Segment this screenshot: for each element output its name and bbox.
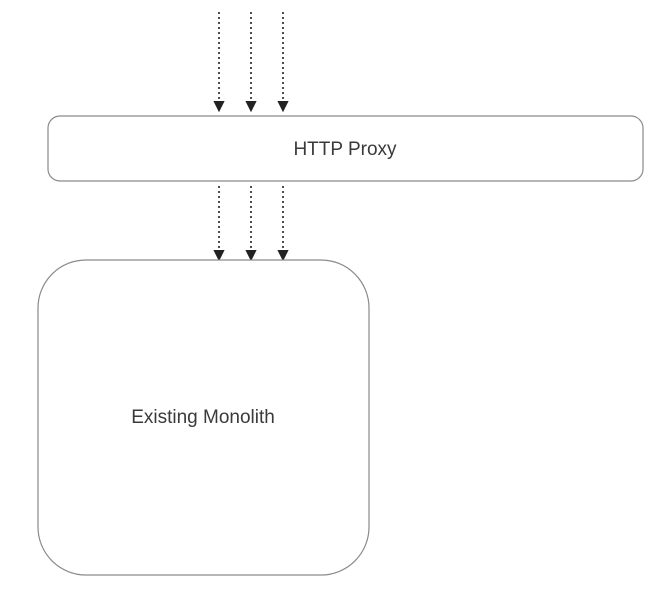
http-proxy-label: HTTP Proxy xyxy=(293,139,397,160)
http-proxy-box xyxy=(47,115,644,182)
http-proxy-node: HTTP Proxy xyxy=(47,115,644,182)
proxy-to-monolith-arrows xyxy=(213,186,289,262)
existing-monolith-node: Existing Monolith xyxy=(37,259,370,576)
existing-monolith-box xyxy=(37,259,370,576)
existing-monolith-label: Existing Monolith xyxy=(131,407,275,428)
incoming-arrows xyxy=(213,12,289,113)
